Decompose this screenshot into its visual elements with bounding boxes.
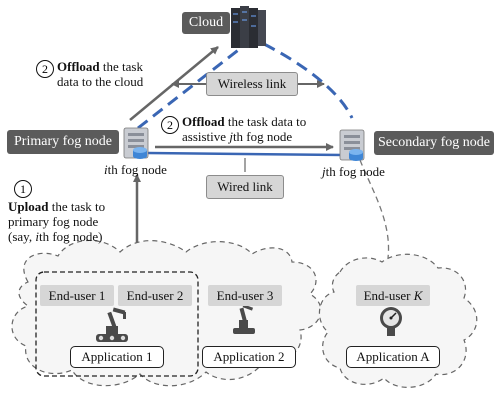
wired-link-line xyxy=(147,151,344,157)
end-user-3-label: End-user 3 xyxy=(208,285,282,306)
end-user-1-label: End-user 1 xyxy=(40,285,114,306)
ith-fog-node-server-icon xyxy=(123,127,149,159)
step-2-cloud-number: 2 xyxy=(36,60,54,78)
step-2-fog-number: 2 xyxy=(161,116,179,134)
end-user-2-label: End-user 2 xyxy=(118,285,192,306)
step-1-number: 1 xyxy=(14,180,32,198)
robot-arm-icon-app1 xyxy=(96,307,128,342)
wireless-link-label: Wireless link xyxy=(206,72,298,96)
wireless-link-right xyxy=(263,42,354,119)
secondary-fog-node-label: Secondary fog node xyxy=(374,131,494,155)
ith-fog-node-label: ith fog node xyxy=(104,162,167,177)
application-2-box: Application 2 xyxy=(202,346,296,368)
application-a-box: Application A xyxy=(346,346,440,368)
application-1-box: Application 1 xyxy=(70,346,164,368)
wired-link-label: Wired link xyxy=(206,175,284,199)
upload-text: Upload the task to primary fog node (say… xyxy=(8,199,106,244)
robot-arm-icon-app2 xyxy=(233,304,255,334)
secondary-to-userk-link xyxy=(359,159,390,259)
jth-fog-node-label: jth fog node xyxy=(322,164,385,179)
jth-fog-node-server-icon xyxy=(339,129,365,161)
end-user-k-label: End-user K xyxy=(356,285,430,306)
application-1-group xyxy=(35,271,199,377)
offload-fog-text: Offload the task data to assistive jth f… xyxy=(182,114,307,144)
offload-cloud-text: Offload the task data to the cloud xyxy=(57,59,144,89)
cloud-server-icon xyxy=(231,6,266,48)
primary-fog-node-label: Primary fog node xyxy=(7,130,119,154)
gauge-sensor-icon xyxy=(380,307,402,336)
cloud-label: Cloud xyxy=(182,12,230,34)
